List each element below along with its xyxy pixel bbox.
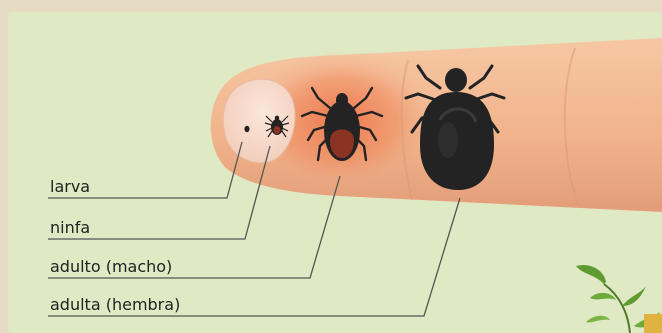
fingernail bbox=[223, 79, 295, 163]
label-adult-male: adulto (macho) bbox=[50, 257, 172, 276]
label-adult-female: adulta (hembra) bbox=[50, 295, 180, 314]
label-larva: larva bbox=[50, 177, 90, 196]
label-nymph: ninfa bbox=[50, 218, 90, 237]
tick-larva-icon bbox=[244, 126, 249, 132]
